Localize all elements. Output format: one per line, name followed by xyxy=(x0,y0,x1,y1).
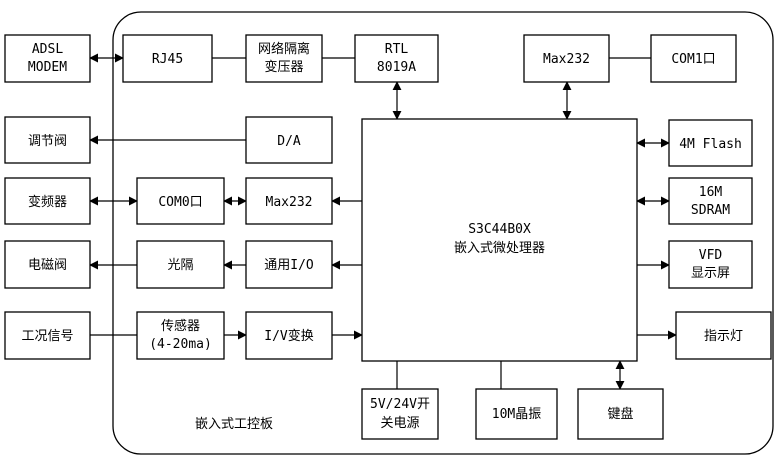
rtl8019a-label-1: RTL xyxy=(385,42,409,57)
sensor-label-2: (4-20ma) xyxy=(149,337,212,352)
inverter-label: 变频器 xyxy=(28,194,67,210)
board-label: 嵌入式工控板 xyxy=(195,417,273,432)
power-supply-label-2: 关电源 xyxy=(380,416,419,431)
solenoid-valve-label: 电磁阀 xyxy=(28,258,67,273)
rj45-block: RJ45 xyxy=(122,34,213,83)
adsl-modem-label-2: MODEM xyxy=(28,60,67,75)
crystal-block: 10M晶振 xyxy=(475,388,558,440)
opto-isolator-block: 光隔 xyxy=(136,240,225,289)
solenoid-valve-block: 电磁阀 xyxy=(4,240,91,289)
sdram-label-1: 16M xyxy=(699,185,723,200)
network-transformer-block: 网络隔离 变压器 xyxy=(245,34,323,83)
connections xyxy=(89,53,677,390)
adjust-valve-label: 调节阀 xyxy=(28,134,67,149)
gpio-block: 通用I/O xyxy=(245,240,333,289)
indicator-light-label: 指示灯 xyxy=(704,329,743,344)
com1-block: COM1口 xyxy=(650,34,737,83)
keyboard-label: 键盘 xyxy=(607,406,633,422)
com0-block: COM0口 xyxy=(136,177,225,225)
cpu-block: S3C44B0X 嵌入式微处理器 xyxy=(361,118,638,362)
rtl8019a-block: RTL 8019A xyxy=(354,34,439,83)
gpio-label: 通用I/O xyxy=(264,258,314,273)
iv-converter-block: I/V变换 xyxy=(245,311,333,360)
sensor-label-1: 传感器 xyxy=(161,318,200,334)
iv-converter-label: I/V变换 xyxy=(264,328,313,344)
condition-signal-label: 工况信号 xyxy=(21,329,73,344)
da-label: D/A xyxy=(277,134,301,149)
com0-label: COM0口 xyxy=(158,195,202,210)
cpu-name-label: 嵌入式微处理器 xyxy=(454,241,545,256)
vfd-display-block: VFD 显示屏 xyxy=(668,240,753,289)
vfd-display-label-2: 显示屏 xyxy=(691,266,730,281)
flash-label: 4M Flash xyxy=(679,137,742,152)
power-supply-label-1: 5V/24V开 xyxy=(370,397,430,412)
adsl-modem-block: ADSL MODEM xyxy=(4,34,91,83)
da-block: D/A xyxy=(245,116,333,164)
max232-top-label: Max232 xyxy=(543,52,590,67)
com1-label: COM1口 xyxy=(671,52,715,67)
max232-mid-label: Max232 xyxy=(266,195,313,210)
cpu-model-label: S3C44B0X xyxy=(468,222,531,237)
network-transformer-label-1: 网络隔离 xyxy=(258,41,310,57)
power-supply-block: 5V/24V开 关电源 xyxy=(361,388,439,440)
max232-mid-block: Max232 xyxy=(245,177,333,225)
flash-block: 4M Flash xyxy=(668,119,753,167)
adsl-modem-label-1: ADSL xyxy=(32,42,63,57)
sdram-block: 16M SDRAM xyxy=(668,177,753,225)
rtl8019a-label-2: 8019A xyxy=(377,60,416,75)
vfd-display-label-1: VFD xyxy=(699,248,723,263)
network-transformer-label-2: 变压器 xyxy=(264,59,303,75)
sdram-label-2: SDRAM xyxy=(691,203,730,218)
opto-isolator-label: 光隔 xyxy=(167,258,193,273)
condition-signal-block: 工况信号 xyxy=(4,311,91,360)
max232-top-block: Max232 xyxy=(523,34,610,83)
inverter-block: 变频器 xyxy=(4,177,91,225)
adjust-valve-block: 调节阀 xyxy=(4,116,91,164)
keyboard-block: 键盘 xyxy=(577,388,664,440)
rj45-label: RJ45 xyxy=(152,52,183,67)
indicator-light-block: 指示灯 xyxy=(675,311,772,360)
sensor-block: 传感器 (4-20ma) xyxy=(136,311,225,360)
crystal-label: 10M晶振 xyxy=(492,407,541,422)
